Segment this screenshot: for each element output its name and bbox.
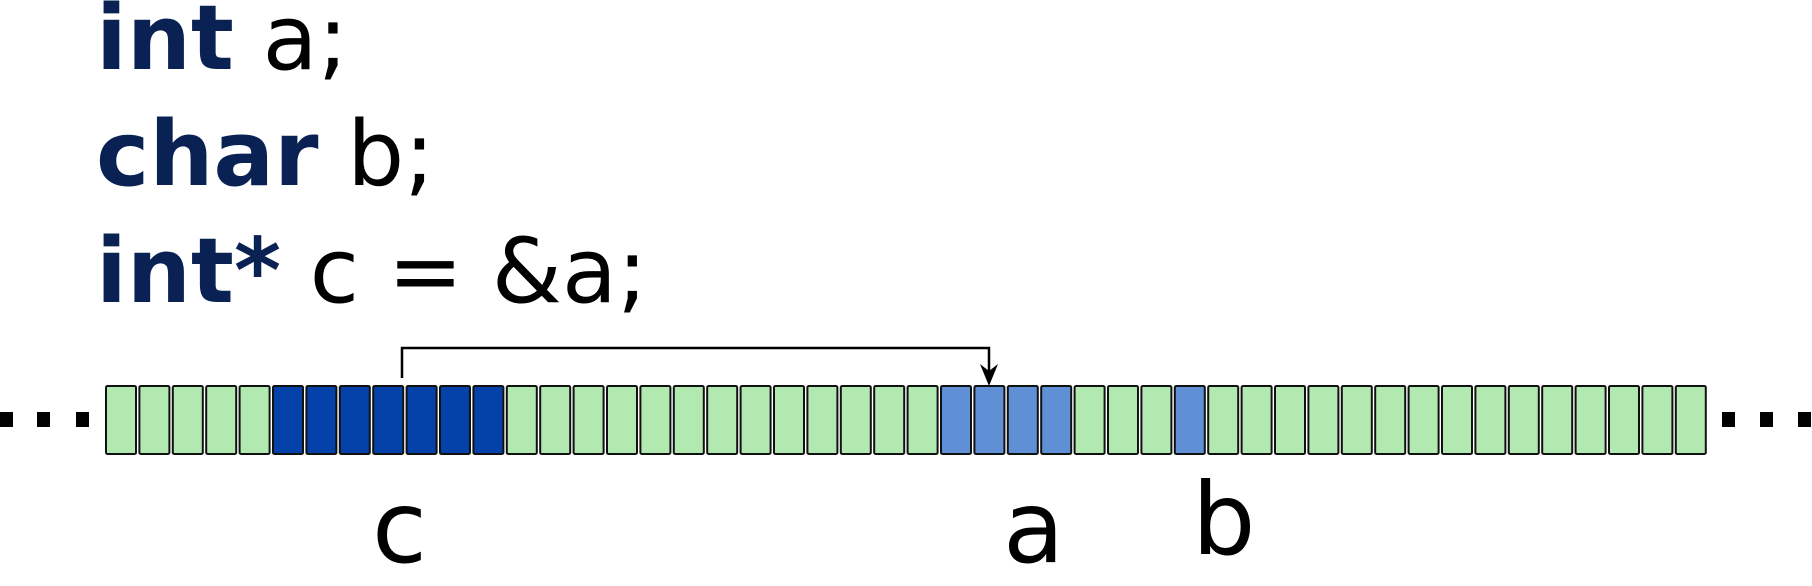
memory-cell-c [338,385,371,455]
memory-diagram [0,346,1811,455]
memory-cell-free [1474,385,1507,455]
arrow-head-icon [980,364,998,386]
memory-cell-free [539,385,572,455]
memory-cell-free [672,385,705,455]
memory-cell-a [1006,385,1039,455]
ellipsis-dot [1722,412,1735,427]
memory-cell-free [1073,385,1106,455]
keyword-char: char [96,102,319,207]
memory-cell-a [1040,385,1073,455]
memory-cell-c [439,385,471,455]
code-text-c-assign: c = &a; [281,219,648,324]
memory-cell-free [1374,385,1407,455]
label-c: c [372,469,427,586]
code-text-a: a; [233,0,349,91]
code-line-int-ptr-c: int* c = &a; [96,227,647,317]
memory-cell-free [205,385,238,455]
memory-cell-free [1541,385,1574,455]
memory-cell-free [1307,385,1340,455]
memory-cell-free [138,385,171,455]
memory-cell-c [372,385,405,455]
memory-cell-free [505,385,538,455]
code-line-char-b: char b; [96,110,435,200]
memory-cell-b [1173,385,1206,455]
memory-cell-free [105,385,137,455]
memory-cell-free [1140,385,1173,455]
memory-cell-free [1574,385,1607,455]
label-b: b [1192,461,1256,578]
memory-cell-free [1441,385,1473,455]
memory-cell-free [1608,385,1640,455]
memory-cell-free [706,385,739,455]
memory-cell-free [1107,385,1139,455]
label-a: a [1003,469,1065,586]
memory-cell-free [1240,385,1273,455]
memory-cell-free [773,385,805,455]
memory-cell-c [305,385,338,455]
memory-cell-free [606,385,638,455]
ellipsis-dot [0,412,13,427]
code-text-b: b; [318,102,435,207]
memory-cell-free [806,385,839,455]
memory-cell-free [1507,385,1540,455]
ellipsis-dot [76,412,89,427]
ellipsis-dot [1760,412,1773,427]
memory-cell-free [839,385,872,455]
memory-cell-free [1340,385,1373,455]
memory-cell-free [238,385,271,455]
keyword-int: int [96,0,234,91]
memory-cell-free [1641,385,1674,455]
memory-cell-free [1274,385,1306,455]
ellipsis-left [0,412,89,427]
memory-cell-a [940,385,972,455]
memory-cell-free [639,385,672,455]
memory-cell-free [873,385,906,455]
memory-cell-free [572,385,605,455]
ellipsis-dot [1798,412,1811,427]
memory-cell-free [171,385,204,455]
memory-cell-c [472,385,505,455]
memory-cell-free [1674,385,1707,455]
pointer-arrow [400,346,998,386]
ellipsis-right [1722,412,1811,427]
memory-cell-free [1207,385,1240,455]
keyword-int-pointer: int* [96,219,282,324]
memory-cells [105,385,1707,455]
memory-cell-free [739,385,772,455]
memory-cell-free [906,385,939,455]
memory-cell-free [1407,385,1440,455]
memory-cell-c [272,385,304,455]
memory-cell-c [405,385,438,455]
ellipsis-dot [37,412,50,427]
pointer-line [400,346,991,378]
memory-cell-a [973,385,1006,455]
code-line-int-a: int a; [96,0,348,84]
